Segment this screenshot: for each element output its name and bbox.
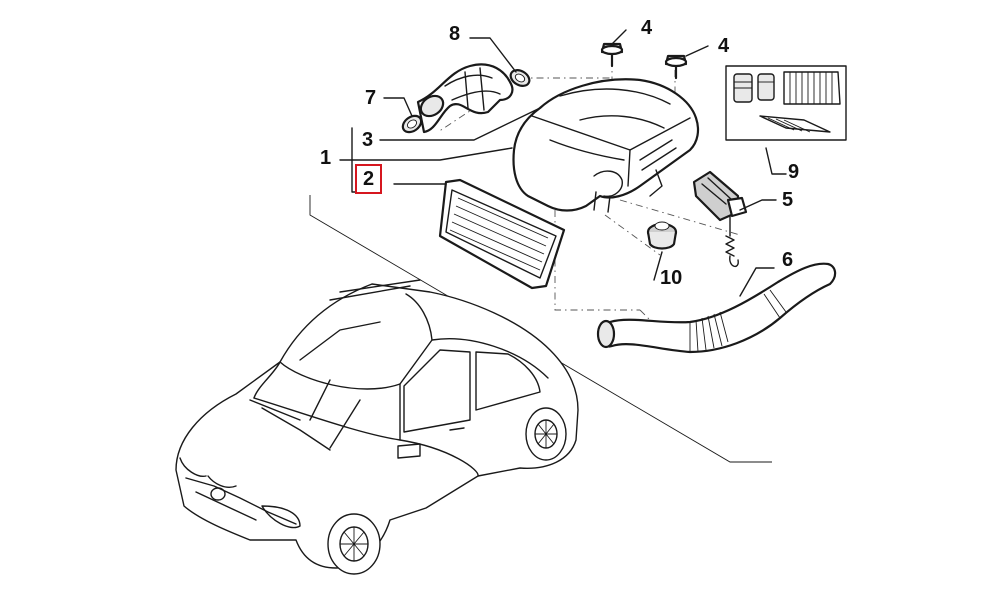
air-filter-panel-icon — [783, 71, 841, 105]
leader-1-housing — [351, 147, 513, 161]
callout-4-left: 4 — [641, 17, 653, 39]
callout-9: 9 — [788, 161, 800, 183]
part-4-bolt-left — [600, 42, 624, 68]
leader-10 — [653, 251, 663, 281]
callout-8: 8 — [449, 23, 461, 45]
callout-1: 1 — [320, 147, 332, 169]
callout-3: 3 — [362, 129, 374, 151]
leader-9 — [765, 147, 787, 175]
part-6-flexible-duct — [596, 262, 837, 354]
oil-filter-icon — [733, 73, 753, 103]
part-2-filter-element — [438, 178, 566, 290]
callout-leader-lines — [339, 29, 787, 297]
leader-4a — [611, 29, 627, 45]
callout-6: 6 — [782, 249, 794, 271]
cabin-filter-icon — [759, 115, 831, 133]
leader-4b — [685, 45, 709, 57]
callout-4-right: 4 — [718, 35, 730, 57]
part-7-intake-hose — [401, 63, 514, 134]
part-1-air-filter-housing — [512, 78, 700, 213]
fuel-filter-icon — [757, 73, 775, 101]
vehicle-illustration — [175, 279, 579, 575]
leader-6 — [739, 267, 775, 297]
callout-10: 10 — [660, 267, 683, 289]
callout-7: 7 — [365, 87, 377, 109]
leader-5 — [739, 199, 777, 211]
part-9-service-kit-inset — [725, 65, 847, 141]
part-5-bracket-clip — [692, 170, 748, 267]
leader-3 — [379, 107, 541, 141]
part-4-bolt-right — [664, 54, 688, 80]
callout-2-highlighted[interactable]: 2 — [355, 164, 383, 194]
part-10-grommet — [646, 221, 678, 250]
leader-7 — [383, 97, 413, 117]
callout-5: 5 — [782, 189, 794, 211]
part-8-hose-clamp-ring — [509, 69, 531, 87]
leader-8 — [469, 37, 517, 73]
